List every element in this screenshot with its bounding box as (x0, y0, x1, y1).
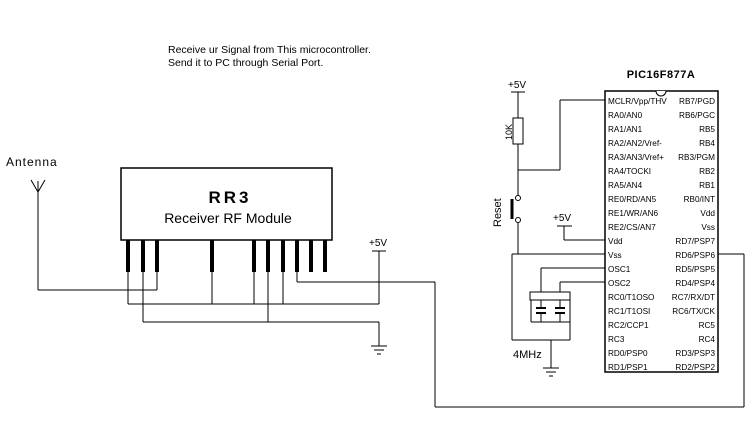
mcu-pin-label: RD5/PSP5 (675, 265, 715, 274)
mcu-pin-label: RD0/PSP0 (608, 349, 648, 358)
crystal-label: 4MHz (513, 349, 542, 361)
mcu-power-wiring: +5V (511, 213, 605, 377)
mcu-pin-label: RB3/PGM (678, 153, 715, 162)
mcu-pin-label: RD1/PSP1 (608, 363, 648, 372)
note-line-2: Send it to PC through Serial Port. (168, 57, 323, 69)
mcu-pin-label: Vss (701, 223, 715, 232)
mcu-pin-label: RD2/PSP2 (675, 363, 715, 372)
mcu-pin-label: RC0/T1OSO (608, 293, 654, 302)
mcu-pin-label: RB7/PGD (679, 97, 715, 106)
mcu-pin-label: Vdd (700, 209, 715, 218)
note-line-1: Receive ur Signal from This microcontrol… (168, 44, 371, 56)
mcu-title: PIC16F877A (627, 69, 696, 81)
mcu-pin-label: Vss (608, 251, 622, 260)
mcu-pin-label: RA1/AN1 (608, 125, 643, 134)
rf-wiring (127, 250, 745, 408)
crystal-oscillator: 4MHz (513, 267, 605, 361)
mcu-pin-label: Vdd (608, 237, 623, 246)
mcu-pin-label: RC7/RX/DT (672, 293, 715, 302)
mcu-pin-label: MCLR/Vpp/THV (608, 97, 667, 106)
mcu-pin-label: RE1/WR/AN6 (608, 209, 658, 218)
rf-supply-label: +5V (369, 238, 387, 249)
antenna-symbol: Antenna (6, 155, 157, 291)
mcu-pin-label: RB0/INT (684, 195, 715, 204)
mcu-pin-label: OSC2 (608, 279, 631, 288)
mcu-pin-label: RB2 (699, 167, 715, 176)
receiver-module: RR3 Receiver RF Module (120, 167, 333, 272)
reset-label: Reset (492, 198, 504, 227)
mcu-pin-label: RA0/AN0 (608, 111, 643, 120)
resistor-symbol (512, 117, 524, 145)
mcu-pin-label: RC4 (699, 335, 716, 344)
mcu-pin-label: RA5/AN4 (608, 181, 643, 190)
mcu-pin-label: RD7/PSP7 (675, 237, 715, 246)
mcu-pin-label: RB1 (699, 181, 715, 190)
mcu-pin-label: RD3/PSP3 (675, 349, 715, 358)
pic-microcontroller: PIC16F877A MCLR/Vpp/THV RA0/AN0RA1/AN1RA2… (604, 69, 719, 373)
mcu-pin-label: RD6/PSP6 (675, 251, 715, 260)
mcu-pin-label: RC3 (608, 335, 625, 344)
mclr-circuit: +5V 10K Reset (492, 80, 605, 254)
mcu-pin-label: RC2/CCP1 (608, 321, 649, 330)
mcu-pin-label: RE2/CS/AN7 (608, 223, 656, 232)
mcu-pin-label: RC6/TX/CK (672, 307, 715, 316)
vdd-supply-label: +5V (553, 213, 571, 224)
mcu-pin-label: RE0/RD/AN5 (608, 195, 657, 204)
mcu-pin-label: RB6/PGC (679, 111, 715, 120)
mcu-pin-label: OSC1 (608, 265, 631, 274)
receiver-subtitle: Receiver RF Module (164, 210, 292, 226)
mcu-pin-label: RA2/AN2/Vref- (608, 139, 662, 148)
antenna-label: Antenna (6, 155, 58, 169)
mcu-supply-label: +5V (508, 80, 526, 91)
resistor-label: 10K (504, 124, 514, 140)
receiver-title: RR3 (208, 188, 251, 207)
mcu-pin-label: RA4/TOCKI (608, 167, 651, 176)
mcu-pin-label: RD4/PSP4 (675, 279, 715, 288)
mcu-pin-label: RC5 (699, 321, 716, 330)
mcu-pin-label: RC1/T1OSI (608, 307, 650, 316)
mcu-pin-label: RB4 (699, 139, 715, 148)
mcu-pin-label: RA3/AN3/Vref+ (608, 153, 664, 162)
mcu-pin-label: RB5 (699, 125, 715, 134)
